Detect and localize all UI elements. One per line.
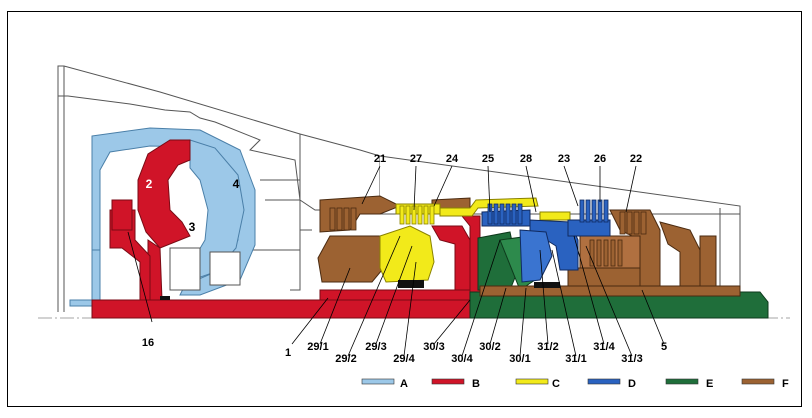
label-part-28: 28	[520, 153, 532, 165]
label-part-30-1: 30/1	[509, 353, 530, 365]
label-part-30-4: 30/4	[451, 353, 473, 365]
label-part-16: 16	[142, 337, 154, 349]
legend-label-c: C	[552, 378, 560, 390]
label-part-29-1: 29/1	[307, 341, 328, 353]
label-part-31-1: 31/1	[565, 353, 586, 365]
legend-item-d: D	[587, 378, 636, 390]
legend-swatch-e	[665, 378, 699, 385]
legend-swatch-d	[587, 378, 621, 385]
legend-item-c: C	[515, 378, 560, 390]
label-part-30-3: 30/3	[423, 341, 444, 353]
legend-swatch-b	[431, 378, 465, 385]
label-part-27: 27	[410, 153, 422, 165]
label-part-1: 1	[285, 347, 291, 359]
label-part-21: 21	[374, 153, 386, 165]
group-f-plates	[329, 207, 647, 267]
label-part-22: 22	[630, 153, 642, 165]
group-b-parts	[91, 139, 481, 319]
legend: A B C D E F	[361, 378, 789, 390]
label-part-31-3: 31/3	[621, 353, 642, 365]
legend-label-a: A	[400, 378, 408, 390]
pump-detail	[169, 247, 241, 291]
legend-item-e: E	[665, 378, 713, 390]
legend-label-d: D	[628, 378, 636, 390]
label-part-29-4: 29/4	[393, 353, 415, 365]
label-part-25: 25	[482, 153, 494, 165]
label-part-26: 26	[594, 153, 606, 165]
legend-label-e: E	[706, 378, 713, 390]
bearing-details	[160, 280, 560, 300]
legend-swatch-c	[515, 378, 549, 385]
label-part-3: 3	[189, 220, 196, 234]
group-a-parts	[69, 127, 256, 307]
label-part-29-2: 29/2	[335, 353, 356, 365]
leader-lines	[127, 165, 665, 357]
legend-swatch-a	[361, 378, 395, 385]
legend-item-b: B	[431, 378, 480, 390]
label-part-31-2: 31/2	[537, 341, 558, 353]
label-part-31-4: 31/4	[593, 341, 615, 353]
legend-item-a: A	[361, 378, 408, 390]
label-part-23: 23	[558, 153, 570, 165]
legend-label-f: F	[782, 378, 789, 390]
group-c-plates	[399, 205, 435, 225]
label-part-24: 24	[446, 153, 459, 165]
label-part-2: 2	[146, 177, 153, 191]
label-part-29-3: 29/3	[365, 341, 386, 353]
label-part-5: 5	[661, 341, 667, 353]
group-d-plates	[487, 199, 609, 225]
label-part-4: 4	[233, 177, 240, 191]
legend-label-b: B	[472, 378, 480, 390]
legend-item-f: F	[741, 378, 789, 390]
label-part-30-2: 30/2	[479, 341, 500, 353]
legend-swatch-f	[741, 378, 775, 385]
